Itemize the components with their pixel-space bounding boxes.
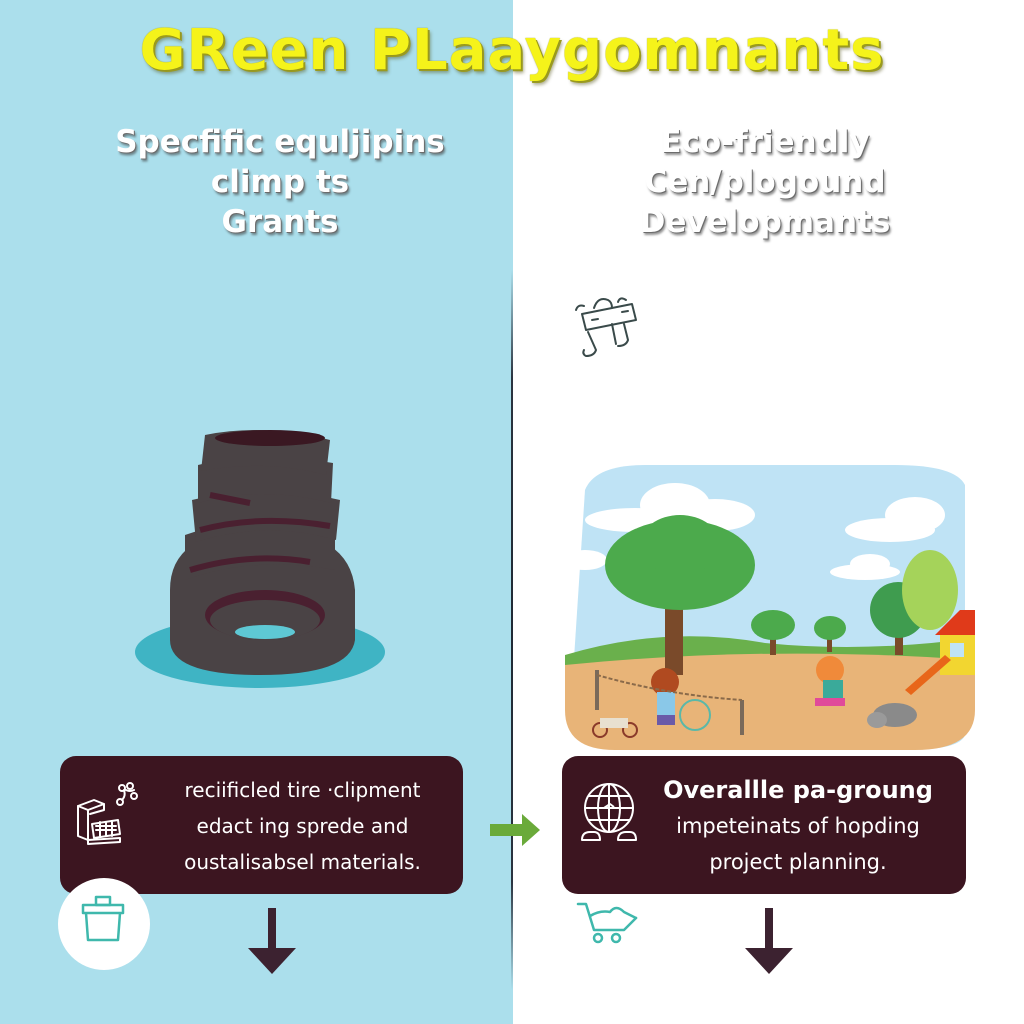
left-card-line: oustalisabsel materials. <box>184 850 421 874</box>
right-card-line: project planning. <box>709 850 887 874</box>
right-card-line: impeteinats of hopding <box>676 814 920 838</box>
recycling-materials-icon <box>77 782 138 845</box>
left-heading: Specfific equljipins climp ts Grants <box>80 122 480 242</box>
left-card-line: edact ing sprede and <box>196 814 409 838</box>
bin-icon <box>81 895 125 942</box>
right-heading-line: Cen/plogound <box>644 164 886 200</box>
left-info-card: reciificled tire ·clipment edact ing spr… <box>60 756 463 894</box>
globe-icon <box>581 783 637 841</box>
playground-scene-illustration <box>565 465 975 750</box>
hurdle-icon <box>575 297 637 357</box>
cart-badge <box>570 878 662 970</box>
right-heading-line: Developmants <box>639 204 891 240</box>
right-heading: Eco-friendly Cen/plogound Developmants <box>585 122 945 242</box>
tire-stack-illustration <box>135 430 385 688</box>
left-heading-line: Specfific equljipins <box>115 124 445 160</box>
bin-badge <box>58 878 150 970</box>
right-info-card: Overallle pa-groung impeteinats of hopdi… <box>562 756 966 894</box>
arrow-down-icon <box>745 908 793 974</box>
cart-icon <box>576 902 638 944</box>
left-card-text: reciificled tire ·clipment edact ing spr… <box>156 772 449 880</box>
left-heading-line: Grants <box>221 204 339 240</box>
left-card-line: reciificled tire ·clipment <box>184 778 421 802</box>
right-card-text: Overallle pa-groung impeteinats of hopdi… <box>644 772 952 880</box>
column-divider <box>511 270 513 990</box>
arrow-down-icon <box>248 908 296 974</box>
arrow-right-icon <box>490 814 540 846</box>
main-title: GReen PLaaygomnants <box>139 18 885 83</box>
left-heading-line: climp ts <box>210 164 350 200</box>
right-card-title: Overallle pa-groung <box>663 776 933 804</box>
right-heading-line: Eco-friendly <box>660 124 870 160</box>
